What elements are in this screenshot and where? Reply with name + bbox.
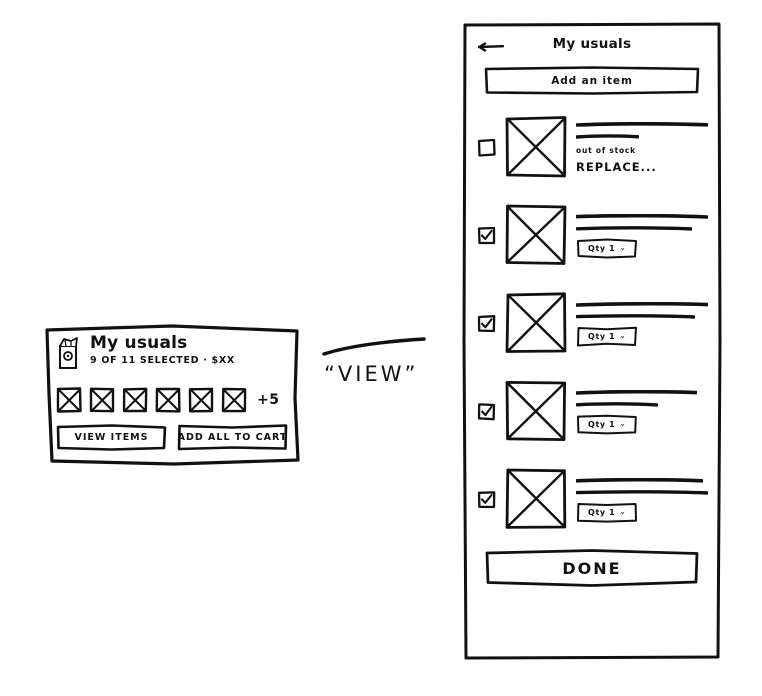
button-border — [56, 424, 167, 451]
view-annotation: “VIEW” — [318, 336, 440, 398]
quantity-label: Qty 1 — [588, 243, 616, 253]
annotation-label: “VIEW” — [324, 362, 419, 386]
add-all-to-cart-button[interactable]: ADD ALL TO CART — [177, 424, 288, 451]
quantity-select[interactable]: Qty 1 ⌄ — [576, 238, 638, 259]
thumbnail-placeholder — [188, 387, 214, 413]
grocery-bag-icon — [59, 337, 78, 369]
checkbox-checked-icon[interactable] — [477, 490, 496, 509]
chevron-down-icon: ⌄ — [619, 419, 626, 428]
done-label: DONE — [562, 558, 622, 578]
item-details: out of stock REPLACE... — [576, 120, 708, 174]
thumbnail-placeholder — [89, 387, 115, 413]
phone-header: My usuals — [476, 34, 708, 64]
thumbnail-placeholder — [122, 387, 148, 413]
add-all-to-cart-label: ADD ALL TO CART — [177, 432, 288, 443]
view-items-button[interactable]: VIEW ITEMS — [56, 424, 167, 451]
replace-action-link[interactable]: REPLACE... — [576, 160, 657, 174]
item-details: Qty 1 ⌄ — [576, 476, 708, 523]
list-item[interactable]: Qty 1 ⌄ — [476, 279, 708, 367]
item-image-placeholder — [505, 381, 566, 441]
item-title-placeholder-line — [576, 477, 703, 483]
checkbox-checked-icon[interactable] — [477, 226, 496, 245]
list-item[interactable]: Qty 1 ⌄ — [476, 367, 708, 455]
item-details: Qty 1 ⌄ — [576, 388, 708, 435]
thumbnail-placeholder — [56, 387, 82, 413]
done-button[interactable]: DONE — [484, 549, 700, 587]
card-subtitle: 9 OF 11 SELECTED · $XX — [90, 354, 235, 366]
view-items-label: VIEW ITEMS — [74, 432, 149, 443]
item-subtitle-placeholder-line — [576, 134, 640, 139]
usuals-item-list: out of stock REPLACE... — [476, 103, 708, 543]
quantity-select[interactable]: Qty 1 ⌄ — [576, 326, 638, 347]
annotation-underline-stroke — [322, 337, 426, 356]
checkbox-checked-icon[interactable] — [477, 402, 496, 421]
select-border — [577, 502, 637, 523]
quantity-select[interactable]: Qty 1 ⌄ — [576, 414, 638, 435]
list-item[interactable]: Qty 1 ⌄ — [476, 455, 708, 543]
chevron-down-icon: ⌄ — [619, 331, 626, 340]
quantity-select[interactable]: Qty 1 ⌄ — [576, 502, 638, 523]
item-image-placeholder — [505, 292, 567, 353]
card-header: My usuals 9 OF 11 SELECTED · $XX — [56, 334, 288, 380]
select-border — [577, 414, 637, 434]
item-title-placeholder-line — [576, 213, 708, 219]
page-title: My usuals — [552, 36, 632, 52]
checkbox-unchecked-icon[interactable] — [477, 138, 496, 157]
my-usuals-summary-card: My usuals 9 OF 11 SELECTED · $XX — [44, 324, 300, 466]
item-title-placeholder-line — [576, 301, 708, 307]
add-item-label: Add an item — [551, 74, 633, 87]
chevron-down-icon: ⌄ — [619, 243, 626, 252]
item-subtitle-placeholder-line — [576, 225, 693, 231]
thumbnail-strip: +5 — [56, 386, 288, 414]
list-item[interactable]: out of stock REPLACE... — [476, 103, 708, 191]
button-border — [177, 424, 288, 451]
checkbox-checked-icon[interactable] — [477, 314, 496, 333]
thumbnail-placeholder — [221, 387, 247, 413]
item-subtitle-placeholder-line — [576, 401, 658, 407]
card-action-row: VIEW ITEMS ADD ALL TO CART — [56, 424, 288, 451]
item-subtitle-placeholder-line — [576, 489, 708, 495]
quantity-label: Qty 1 — [588, 331, 616, 341]
select-border — [577, 326, 637, 346]
item-image-placeholder — [505, 116, 567, 178]
item-details: Qty 1 ⌄ — [576, 300, 708, 347]
item-details: Qty 1 ⌄ — [576, 212, 708, 259]
thumbnail-placeholder — [155, 387, 181, 413]
phone-mockup: My usuals Add an item — [462, 22, 722, 660]
item-subtitle-placeholder-line — [576, 313, 695, 319]
card-title: My usuals — [90, 333, 188, 353]
select-border — [577, 238, 637, 258]
button-border — [485, 549, 699, 587]
quantity-label: Qty 1 — [588, 507, 616, 517]
chevron-down-icon: ⌄ — [619, 507, 626, 516]
item-title-placeholder-line — [576, 122, 708, 127]
out-of-stock-note: out of stock — [576, 146, 636, 155]
item-image-placeholder — [505, 204, 567, 265]
item-image-placeholder — [505, 468, 567, 529]
list-item[interactable]: Qty 1 ⌄ — [476, 191, 708, 279]
button-border — [484, 66, 700, 95]
item-title-placeholder-line — [576, 389, 698, 395]
quantity-label: Qty 1 — [588, 419, 616, 429]
add-item-button[interactable]: Add an item — [484, 66, 700, 95]
back-arrow-icon[interactable] — [478, 41, 504, 53]
thumbnail-overflow-count: +5 — [257, 392, 280, 408]
